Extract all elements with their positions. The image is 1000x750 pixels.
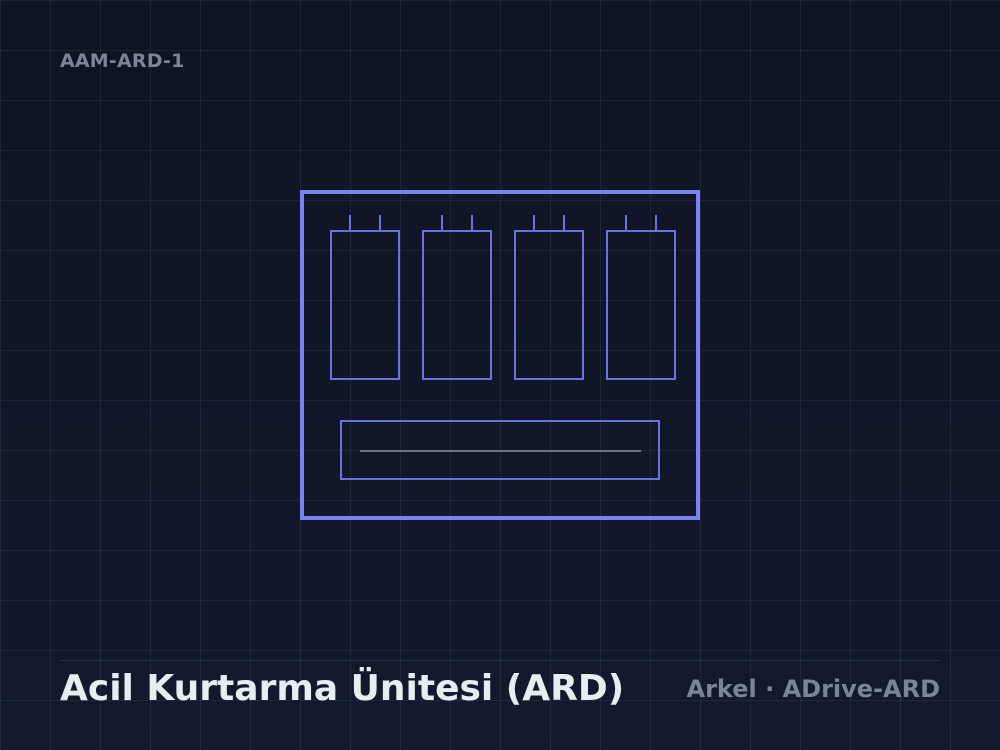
cabinet-frame (300, 190, 700, 520)
diagram-title: Acil Kurtarma Ünitesi (ARD) (60, 668, 625, 709)
battery-cell (422, 215, 492, 380)
manufacturer-model-label: Arkel · ADrive-ARD (686, 675, 940, 703)
footer-divider (60, 660, 940, 661)
battery-body (514, 230, 584, 380)
battery-cell (330, 215, 400, 380)
diagram-code-label: AAM-ARD-1 (60, 50, 185, 72)
battery-cell (514, 215, 584, 380)
battery-cell (606, 215, 676, 380)
battery-body (330, 230, 400, 380)
battery-body (422, 230, 492, 380)
control-panel (340, 420, 660, 480)
battery-cells (330, 215, 676, 380)
battery-body (606, 230, 676, 380)
ard-unit-diagram (300, 190, 700, 520)
